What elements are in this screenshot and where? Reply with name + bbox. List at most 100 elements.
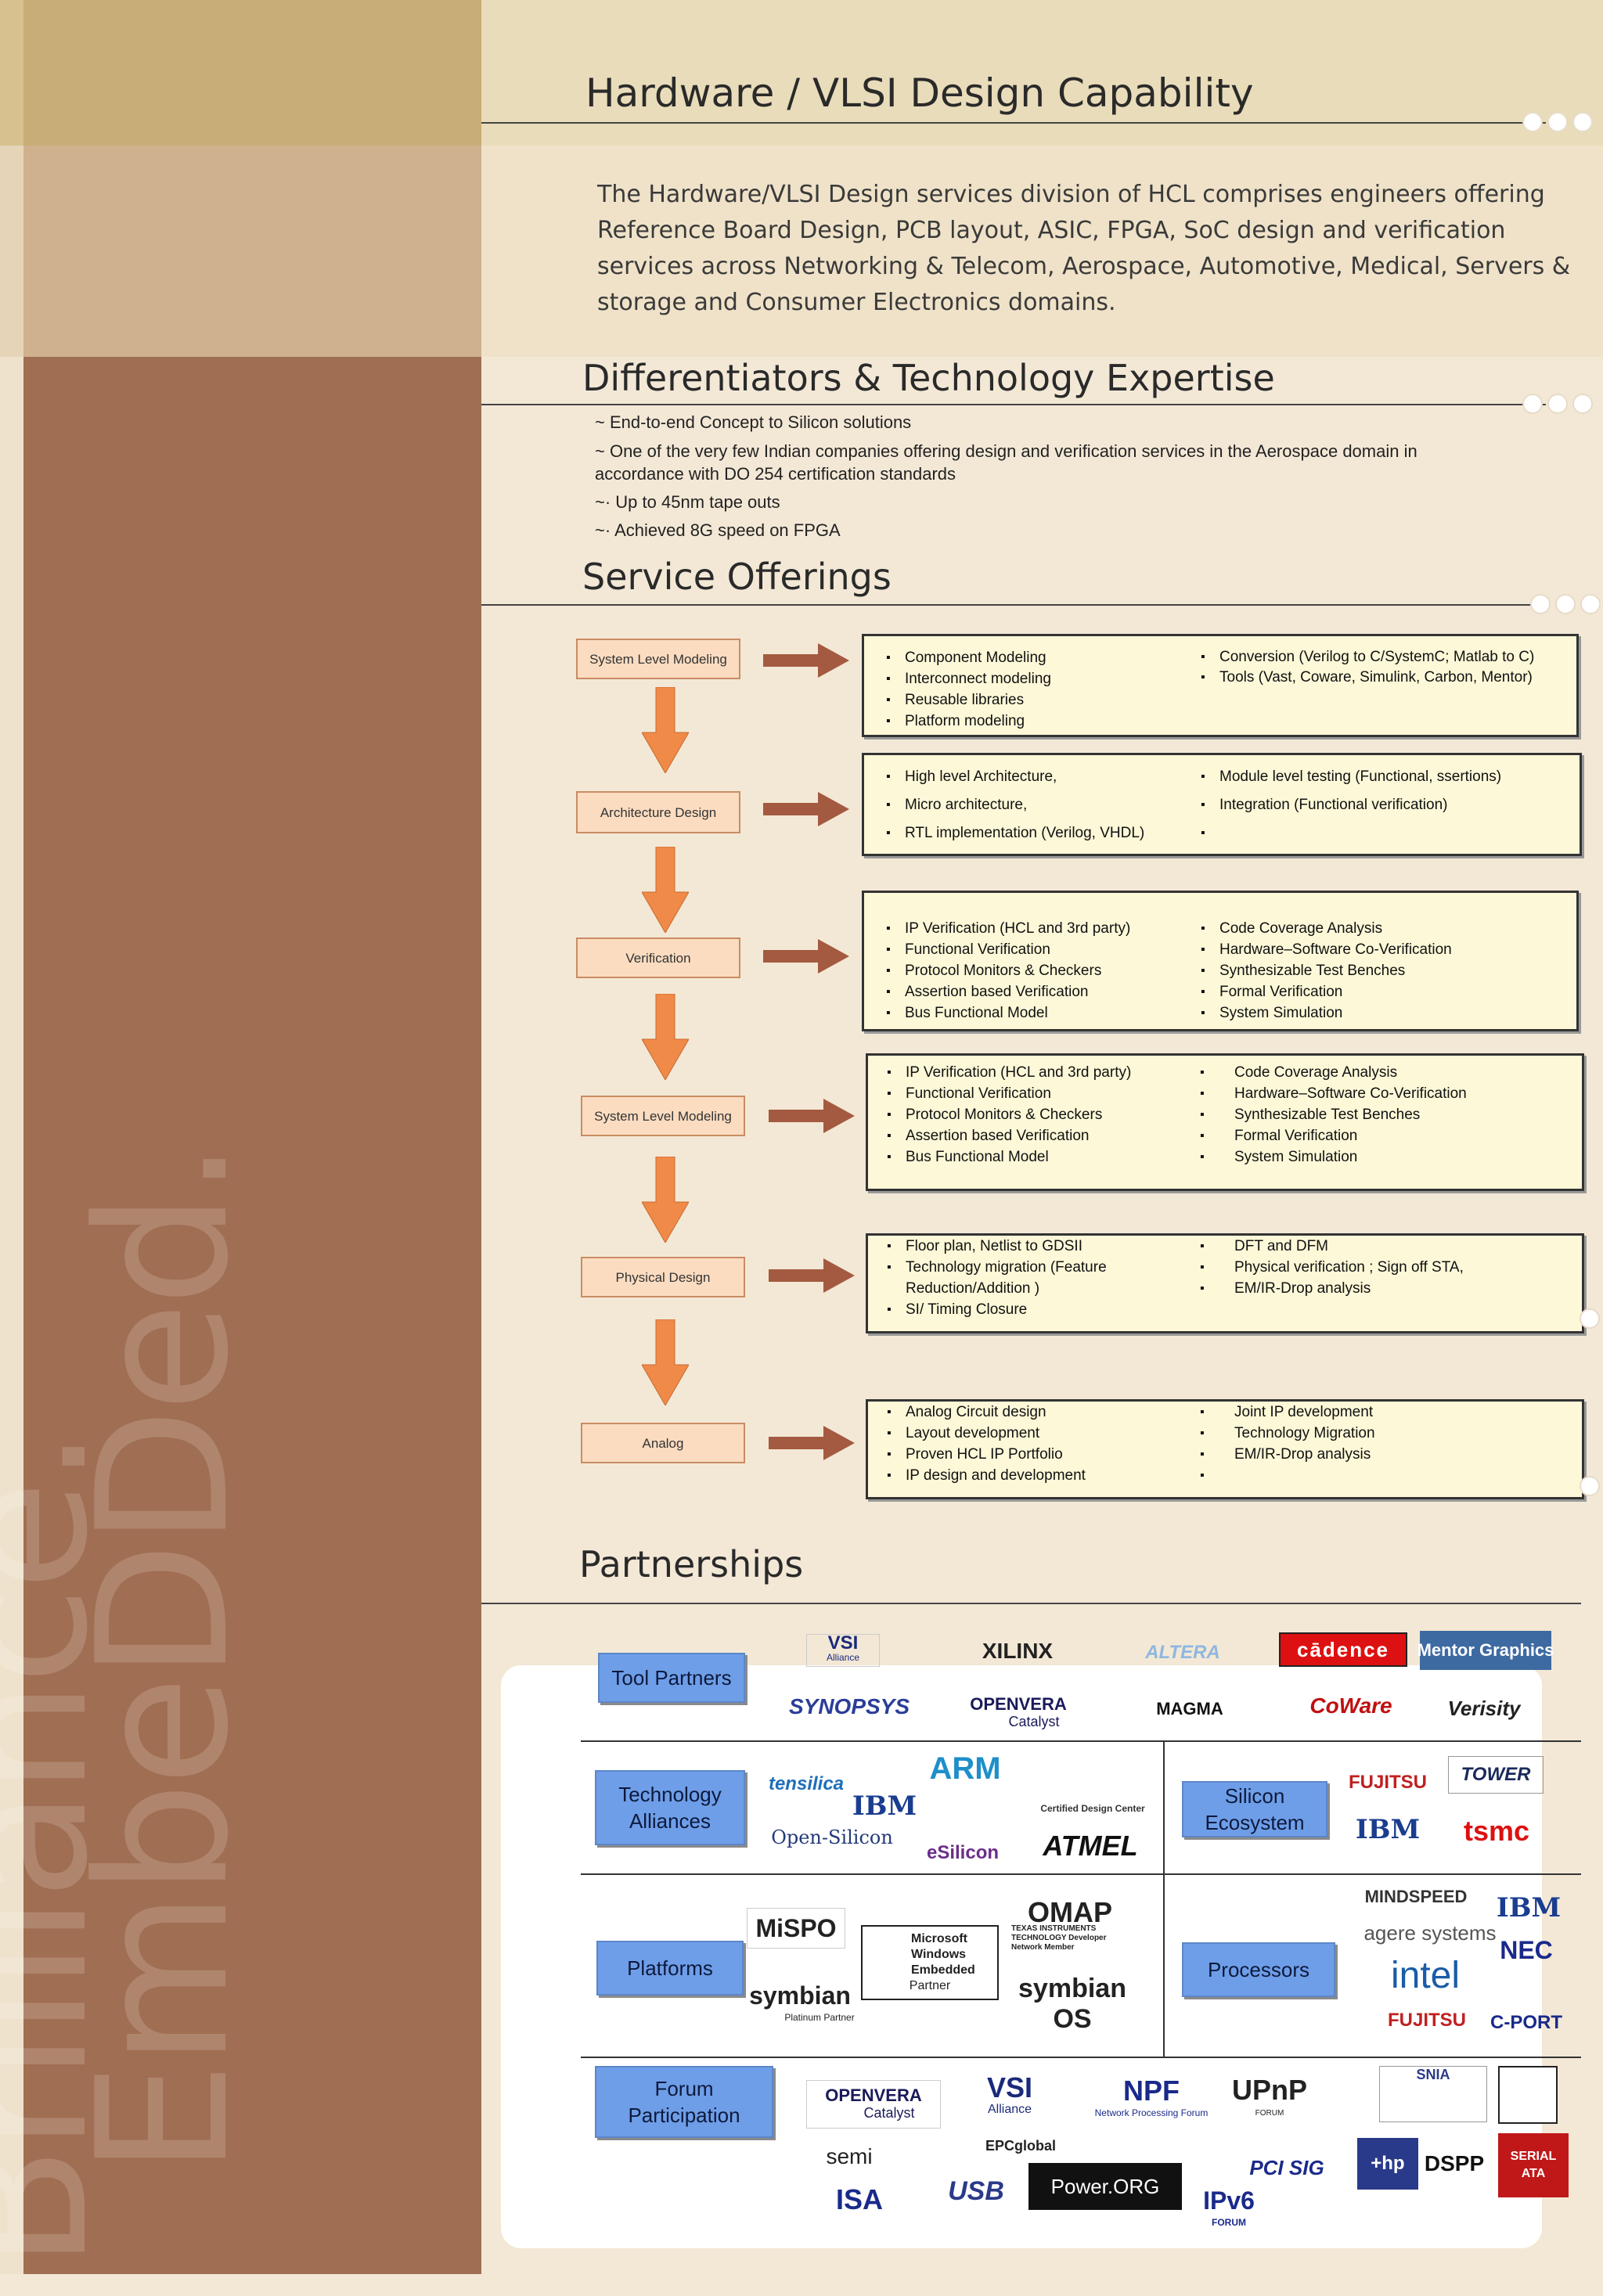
detail-item: Functional Verification bbox=[887, 1083, 1192, 1104]
stage-physical-design: Physical Design bbox=[581, 1257, 745, 1297]
divider bbox=[581, 1740, 1581, 1742]
down-arrow-icon bbox=[642, 1157, 689, 1243]
detail-item: System Simulation bbox=[1201, 1002, 1561, 1024]
ibm-logo: IBM bbox=[1496, 1892, 1562, 1924]
right-arrow-icon bbox=[769, 1258, 855, 1293]
stage-detail-box: High level Architecture, Micro architect… bbox=[862, 753, 1582, 856]
intro-paragraph: The Hardware/VLSI Design services divisi… bbox=[597, 181, 1571, 316]
stage-detail-box: IP Verification (HCL and 3rd party) Func… bbox=[862, 891, 1579, 1031]
detail-item: High level Architecture, bbox=[886, 763, 1191, 791]
stage-system-level-modeling: System Level Modeling bbox=[576, 639, 740, 679]
stage-detail-box: IP Verification (HCL and 3rd party) Func… bbox=[866, 1053, 1584, 1191]
platforms-label: Platforms bbox=[596, 1941, 744, 1996]
coware-logo: CoWare bbox=[1309, 1693, 1392, 1718]
stage-detail-box: Component Modeling Interconnect modeling… bbox=[862, 634, 1579, 737]
services-dots bbox=[1530, 594, 1601, 614]
diff-item: ~ End-to-end Concept to Silicon solution… bbox=[595, 412, 912, 432]
detail-item: Analog Circuit design bbox=[887, 1402, 1192, 1423]
detail-item: Micro architecture, bbox=[886, 791, 1191, 819]
stage-system-level-modeling-2: System Level Modeling bbox=[581, 1096, 745, 1136]
title-dots bbox=[1522, 112, 1593, 132]
fujitsu-logo: FUJITSU bbox=[1387, 2010, 1466, 2031]
left-top-band bbox=[0, 0, 481, 146]
detail-item: Tools (Vast, Coware, Simulink, Carbon, M… bbox=[1201, 668, 1553, 688]
forum-participation-label: Forum Participation bbox=[595, 2066, 773, 2138]
magma-logo: MAGMA bbox=[1156, 1699, 1223, 1718]
detail-item: SI/ Timing Closure bbox=[887, 1299, 1192, 1320]
right-arrow-icon bbox=[769, 1426, 855, 1460]
diff-item: ~ One of the very few Indian companies o… bbox=[595, 441, 1417, 484]
down-arrow-icon bbox=[642, 1319, 689, 1405]
processors-label: Processors bbox=[1182, 1942, 1335, 1997]
detail-item: RTL implementation (Verilog, VHDL) bbox=[886, 819, 1191, 848]
detail-item: IP Verification (HCL and 3rd party) bbox=[886, 918, 1191, 939]
esilicon-logo: eSilicon bbox=[926, 1842, 1000, 1863]
detail-item: Physical verification ; Sign off STA, bbox=[1200, 1257, 1560, 1278]
xilinx-logo: XILINX bbox=[982, 1639, 1054, 1663]
epcglobal-logo: EPCglobal bbox=[985, 2137, 1056, 2154]
detail-item: Module level testing (Functional, sserti… bbox=[1201, 763, 1561, 791]
tower-logo: TOWER bbox=[1448, 1756, 1544, 1794]
detail-item: Functional Verification bbox=[886, 939, 1191, 960]
detail-item: Reusable libraries bbox=[886, 689, 1183, 711]
down-arrow-icon bbox=[642, 687, 689, 773]
detail-item: Hardware–Software Co-Verification bbox=[1200, 1083, 1560, 1104]
ibm-logo: IBM bbox=[1355, 1814, 1421, 1845]
differentiators-rule bbox=[481, 404, 1546, 405]
detail-item: Protocol Monitors & Checkers bbox=[886, 960, 1191, 981]
detail-item: Floor plan, Netlist to GDSII bbox=[887, 1236, 1192, 1257]
tsmc-logo: tsmc bbox=[1463, 1815, 1530, 1847]
header-band bbox=[481, 0, 1603, 146]
detail-item: System Simulation bbox=[1200, 1146, 1560, 1168]
detail-item: Proven HCL IP Portfolio bbox=[887, 1444, 1192, 1465]
services-heading: Service Offerings bbox=[582, 556, 892, 598]
divider bbox=[1163, 1740, 1165, 2057]
mispo-logo: MiSPO bbox=[747, 1908, 845, 1949]
detail-item: Component Modeling bbox=[886, 647, 1183, 668]
diff-item: ~· Achieved 8G speed on FPGA bbox=[595, 520, 841, 540]
left-edge-strip bbox=[0, 357, 23, 2274]
detail-item: Code Coverage Analysis bbox=[1201, 918, 1561, 939]
right-arrow-icon bbox=[769, 1099, 855, 1133]
down-arrow-icon bbox=[642, 847, 689, 933]
detail-item: Joint IP development bbox=[1200, 1402, 1560, 1423]
right-arrow-icon bbox=[763, 792, 849, 826]
verisity-logo: Verisity bbox=[1447, 1696, 1521, 1720]
diff-item: ~· Up to 45nm tape outs bbox=[595, 492, 780, 512]
detail-item: Hardware–Software Co-Verification bbox=[1201, 939, 1561, 960]
altera-logo: ALTERA bbox=[1145, 1642, 1220, 1663]
detail-item: Code Coverage Analysis bbox=[1200, 1062, 1560, 1083]
ibm-logo: IBM bbox=[852, 1790, 917, 1822]
detail-item: EM/IR-Drop analysis bbox=[1200, 1278, 1560, 1299]
differentiators-heading: Differentiators & Technology Expertise bbox=[582, 357, 1275, 399]
left-mid-band bbox=[0, 146, 481, 357]
watermark-text: Brilliance. EmbeDDed. bbox=[0, 1144, 268, 2269]
tensilica-logo: tensilica bbox=[768, 1773, 845, 1794]
partnerships-heading: Partnerships bbox=[579, 1543, 804, 1585]
left-top-strip bbox=[0, 0, 23, 146]
stage-verification: Verification bbox=[576, 937, 740, 978]
partnerships-rule bbox=[481, 1603, 1581, 1604]
pci-sig-logo: PCI SIG bbox=[1249, 2155, 1324, 2179]
divider bbox=[581, 1873, 1581, 1875]
snia-logo: SNIA bbox=[1379, 2066, 1487, 2122]
detail-item: Interconnect modeling bbox=[886, 668, 1183, 689]
left-mid-strip bbox=[0, 146, 23, 357]
side-dot bbox=[1580, 1308, 1600, 1329]
detail-item: EM/IR-Drop analysis bbox=[1200, 1444, 1560, 1465]
side-dot bbox=[1580, 1476, 1600, 1496]
divider bbox=[581, 2057, 1581, 2058]
technology-alliances-label: Technology Alliances bbox=[595, 1770, 745, 1845]
isa-logo: ISA bbox=[835, 2183, 883, 2215]
intro-band bbox=[481, 146, 1603, 357]
detail-item: Assertion based Verification bbox=[886, 981, 1191, 1002]
synopsys-logo: SYNOPSYS bbox=[788, 1694, 910, 1718]
detail-item: Bus Functional Model bbox=[887, 1146, 1192, 1168]
certified-design-center-logo: Certified Design Center bbox=[1040, 1803, 1145, 1814]
detail-item: Synthesizable Test Benches bbox=[1200, 1104, 1560, 1125]
differentiators-list: ~ End-to-end Concept to Silicon solution… bbox=[595, 408, 1503, 545]
